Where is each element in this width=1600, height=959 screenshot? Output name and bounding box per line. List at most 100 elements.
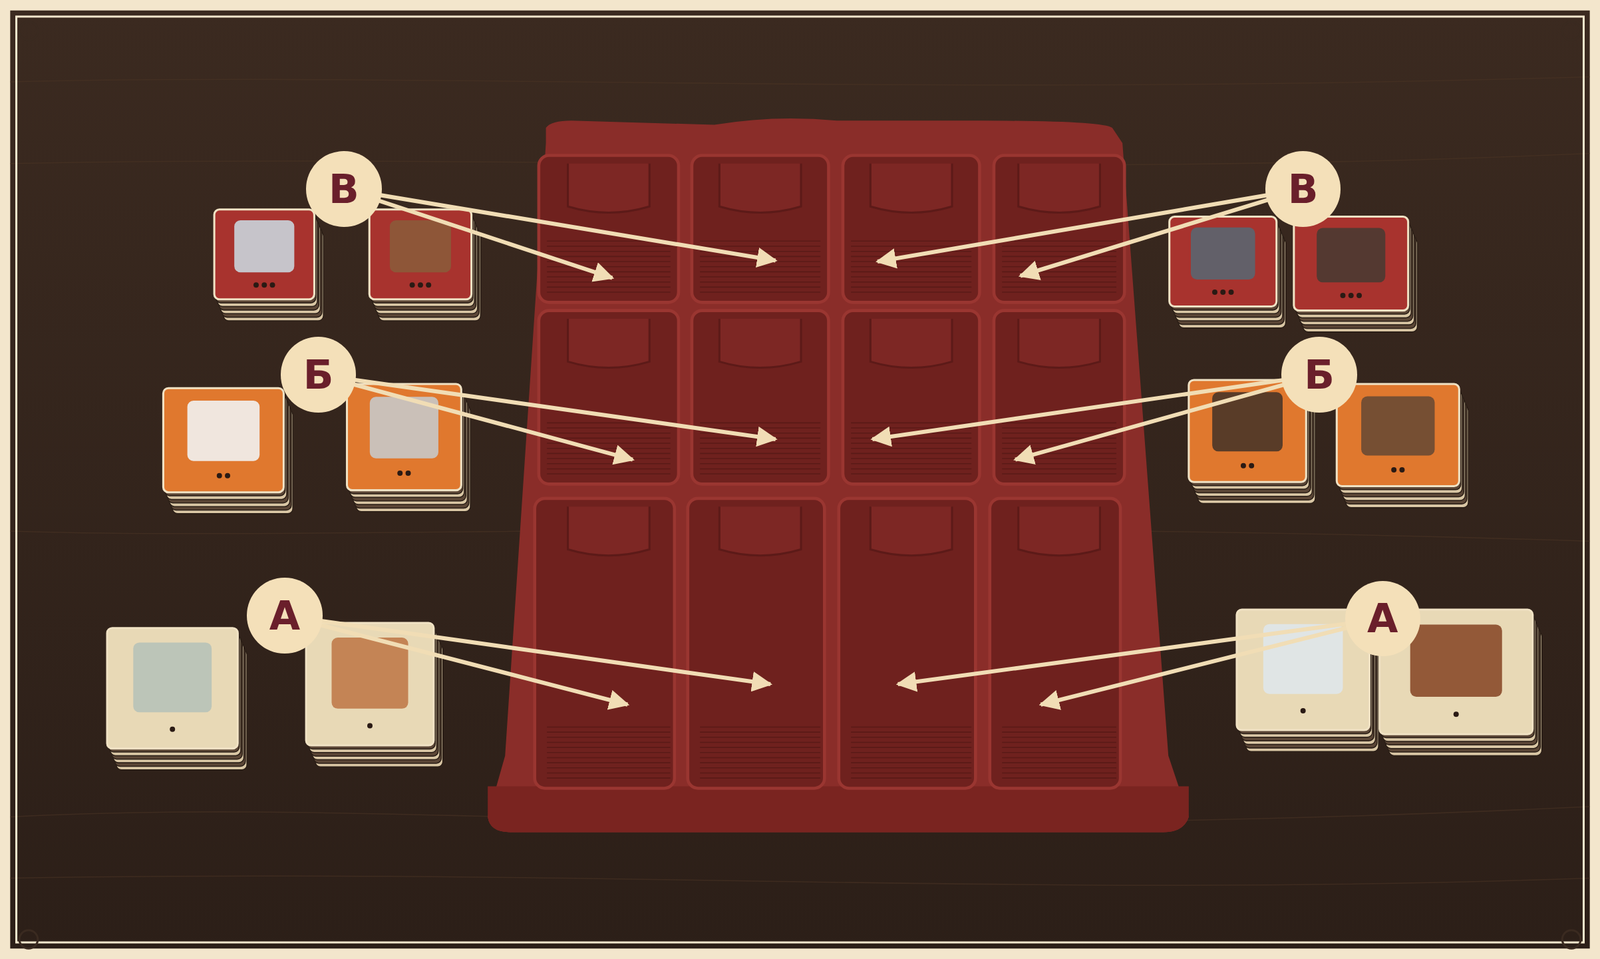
callout-circle: В [1265,151,1342,227]
tray-ridge [1001,751,1117,754]
tray-ridge [546,468,671,470]
tray-ridge [850,761,972,764]
tray-ridge [699,726,821,728]
token-icon [234,220,295,273]
tray-ridge [850,463,972,465]
tray-ridge [546,281,671,283]
tray-ridge [699,772,821,774]
callout-circle: А [1345,580,1422,657]
tray-ridge [1001,291,1117,293]
tray-ridge [850,260,972,263]
token-icon [133,641,212,712]
tray-ridge [1001,726,1117,728]
tray-ridge [546,473,671,475]
tray-compartment [538,310,679,485]
token-icon [1410,624,1503,698]
tray-ridge [546,250,671,253]
tray-ridge [1001,245,1117,247]
tray-ridge [699,276,821,278]
leader-lines [284,188,1383,705]
tray-ridge [850,468,972,470]
token-icon [1190,227,1256,280]
card-slot [870,506,953,556]
tray-compartment [993,310,1125,485]
tray-ridge [850,767,972,769]
tray-compartment [534,498,675,789]
tray-ridge [850,250,972,253]
token-dot [270,282,276,288]
tray-ridge [1001,286,1117,289]
tray-ridge [699,751,821,754]
tray-ridge [699,266,821,268]
frame-line [16,16,1585,943]
tray-ridge [546,437,671,440]
token-dot [216,473,223,479]
tray-ridge [546,432,671,434]
card-slot [719,318,801,368]
tray-ridge [850,741,972,744]
token-dot [1348,292,1354,299]
tray-ridge [546,761,671,764]
token-dot [1300,707,1306,714]
tray-ridge [699,422,821,424]
token-dot [261,282,267,288]
tray-ridge [546,266,671,268]
token-face [369,209,472,300]
tray-ridge [850,736,972,738]
tray-ridge [1001,271,1117,273]
tray-ridge [699,453,821,455]
tray-ridge [699,245,821,247]
token-face [1336,383,1459,486]
tray-ridge [546,772,671,774]
tray-ridge [850,772,972,774]
tray-compartment [691,310,829,485]
tray-ridge [1001,276,1117,278]
card-slot [1018,506,1101,556]
wood-table [9,10,1590,949]
tray-ridge [850,422,972,424]
token-face [162,387,284,492]
tray-ridge [1001,266,1117,268]
tray-ridge [1001,240,1117,243]
tray-ridge [1001,741,1117,744]
tray-ridge [1001,432,1117,434]
tray-ridge [1001,757,1117,759]
token-dot [367,723,373,729]
tray-ridge [1001,281,1117,283]
card-slot [870,318,953,368]
token-dot [397,470,403,476]
token-icon [389,220,452,273]
tray-ridge [1001,746,1117,748]
tray-ridge [850,457,972,460]
tray-ridge [850,751,972,754]
token-icon [1361,395,1435,456]
tray-ridge [699,291,821,293]
tray-ridge [699,271,821,273]
tray-ridge [850,240,972,243]
tray-ridge [699,741,821,744]
token-dot [1356,292,1362,299]
tray-compartment [687,498,825,789]
callout-circle: А [246,577,323,654]
tray-ridge [699,736,821,738]
tray-ridge [699,442,821,444]
tray-ridge [1001,468,1117,470]
tray-ridge [850,271,972,273]
tray-compartment [842,310,980,485]
callout-letter: А [269,595,301,636]
token-dot [1228,289,1235,295]
tray-ridge [546,731,671,733]
tray-ridge [699,463,821,465]
tray-ridge [850,286,972,289]
tray-ridge [699,427,821,429]
tray-ridge [1001,767,1117,769]
tray-ridge [699,447,821,450]
token-dot [425,282,432,288]
tray-ridge [546,746,671,748]
tray-ridge [1001,442,1117,444]
tray-ridge [850,276,972,278]
token-face [107,628,238,749]
tray-ridge [850,442,972,444]
tray-ridge [850,266,972,268]
tray-ridge [546,757,671,759]
